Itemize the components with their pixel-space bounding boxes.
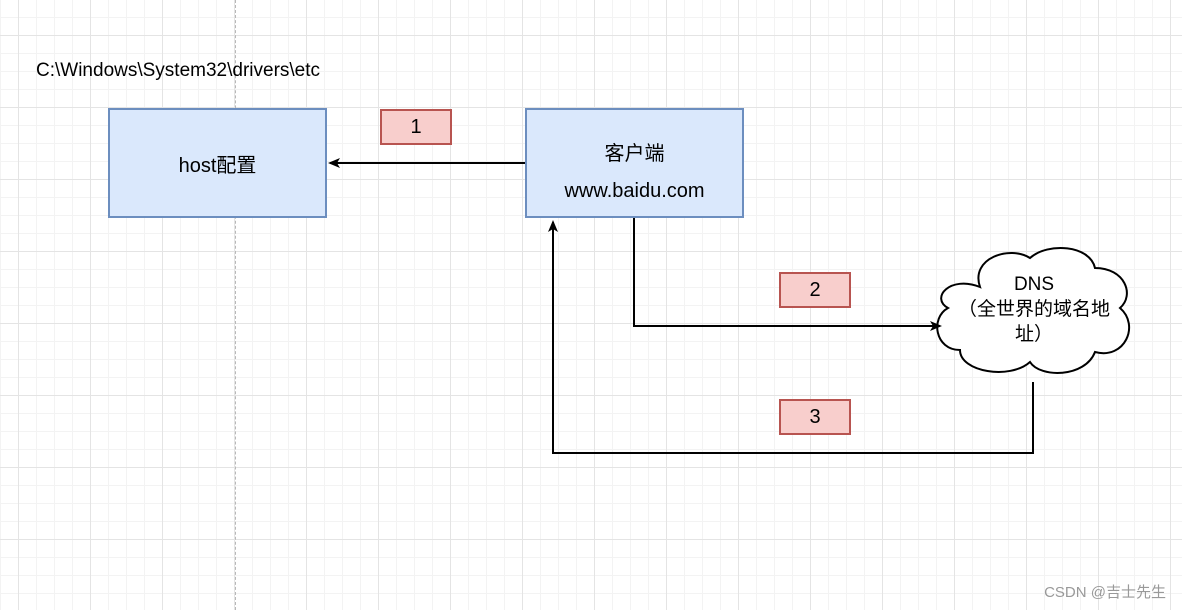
dns-node-text: DNS （全世界的域名地 址） xyxy=(944,272,1124,347)
host-config-node[interactable]: host配置 xyxy=(108,108,327,218)
arrow-client-to-dns xyxy=(633,218,942,331)
client-node[interactable]: 客户端 www.baidu.com xyxy=(525,108,744,218)
client-domain: www.baidu.com xyxy=(564,180,705,202)
step-3-label[interactable]: 3 xyxy=(779,399,851,435)
client-title: 客户端 xyxy=(604,143,665,165)
host-config-label: host配置 xyxy=(178,154,257,177)
dns-title: DNS xyxy=(1013,274,1055,295)
vertical-guide-line xyxy=(235,0,236,610)
step-1-label[interactable]: 1 xyxy=(380,109,452,145)
dns-description-line2: 址） xyxy=(1014,324,1053,345)
arrow-dns-to-client xyxy=(548,220,1034,454)
hosts-path-label: C:\Windows\System32\drivers\etc xyxy=(36,60,321,81)
dns-description-line1: （全世界的域名地 xyxy=(957,299,1110,320)
step-2-label[interactable]: 2 xyxy=(779,272,851,308)
csdn-watermark: CSDN @吉士先生 xyxy=(1044,584,1166,601)
